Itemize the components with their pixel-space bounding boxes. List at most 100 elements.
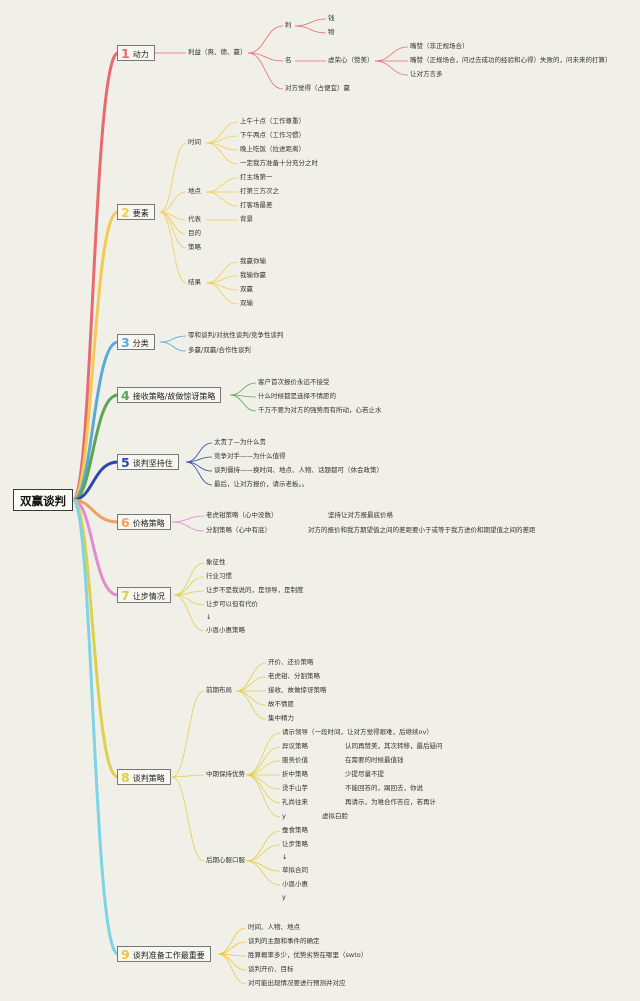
node[interactable]: 背景 xyxy=(240,215,253,223)
node[interactable]: 胜算概率多少，优势劣势在哪里（swto） xyxy=(248,951,368,959)
sub-branch xyxy=(217,941,247,955)
node[interactable]: 坚持让对方报最底价格 xyxy=(328,511,393,519)
node[interactable]: 集中精力 xyxy=(268,714,294,722)
node[interactable]: 让步不是我说的，是领导，是制度 xyxy=(206,586,304,594)
node[interactable]: 让步可以但有代价 xyxy=(206,600,258,608)
node[interactable]: 请示领导（一段时间，让对方觉得艰难，后继续ov） xyxy=(282,728,433,736)
sub-branch xyxy=(235,662,267,692)
node[interactable]: 双输 xyxy=(240,299,253,307)
node[interactable]: 多赢/双赢/合作性谈判 xyxy=(188,346,251,354)
main-branch xyxy=(72,498,119,597)
node[interactable]: 让对方言多 xyxy=(410,70,443,78)
node[interactable]: 嘴赞（正规场合，问过去成功的经验和心得）失败的，问未来的打算） xyxy=(410,56,612,64)
node[interactable]: 让步策略 xyxy=(282,840,308,848)
node[interactable]: 老虎钳、分割策略 xyxy=(268,672,320,680)
node[interactable]: 虚荣心（赞美） xyxy=(328,56,374,64)
node[interactable]: 对方觉得（占便宜）赢 xyxy=(285,84,350,92)
node[interactable]: 异议策略 xyxy=(282,742,308,750)
node[interactable]: 蚕食策略 xyxy=(282,826,308,834)
node[interactable]: 分割策略（心中有底） xyxy=(206,526,271,534)
node[interactable]: 一定我方准备十分充分之时 xyxy=(240,159,318,167)
node[interactable]: 草拟合同 xyxy=(282,866,308,874)
node[interactable]: 后期心服口服 xyxy=(206,856,245,864)
node[interactable]: 小恩小惠策略 xyxy=(206,626,245,634)
node[interactable]: 嘴赞（非正规场合） xyxy=(410,42,469,50)
node[interactable]: 什么时候都是选择不情愿的 xyxy=(258,392,336,400)
node[interactable]: 象征性 xyxy=(206,558,226,566)
node[interactable]: 我输你赢 xyxy=(240,271,266,279)
node[interactable]: 认同再赞美，其次转移，最后疑问 xyxy=(345,742,443,750)
sub-branch xyxy=(245,830,281,862)
node[interactable]: 地点 xyxy=(188,187,201,195)
node[interactable]: 千万不要为对方的强势而有所动，心若止水 xyxy=(258,406,382,414)
node[interactable]: 前期布局 xyxy=(206,686,232,694)
node[interactable]: 烫手山芋 xyxy=(282,784,308,792)
node[interactable]: 中期保持优势 xyxy=(206,770,245,778)
node[interactable]: 上午十点（工作尊重） xyxy=(240,117,305,125)
node[interactable]: 下午两点（工作习惯） xyxy=(240,131,305,139)
topic-label: 分类 xyxy=(132,339,149,348)
node[interactable]: 再请示，为难合作答应，若再计 xyxy=(345,798,436,806)
node[interactable]: 结果 xyxy=(188,278,201,286)
node[interactable]: 代表 xyxy=(188,215,201,223)
node[interactable]: 打主场第一 xyxy=(240,173,273,181)
node[interactable]: 谈判僵持——换时间、地点、人物、话题都可（休会政策） xyxy=(214,466,383,474)
topic-number: 2 xyxy=(121,205,130,220)
node[interactable]: 客户首次报价永远不接受 xyxy=(258,378,330,386)
node[interactable]: ↓ xyxy=(282,853,288,861)
node[interactable]: 礼尚往来 xyxy=(282,798,308,806)
node[interactable]: 对可能出现情况要进行预测并对应 xyxy=(248,979,346,987)
node[interactable]: 折中策略 xyxy=(282,770,308,778)
node[interactable]: 小恩小惠 xyxy=(282,880,308,888)
node[interactable]: 在需要的时候最值钱 xyxy=(345,756,404,764)
node[interactable]: 双赢 xyxy=(240,285,253,293)
node[interactable]: 谈判的主题和事件的确定 xyxy=(248,937,320,945)
root-topic[interactable]: 双赢谈判 xyxy=(13,489,73,511)
node[interactable]: 利益（爽、德、赢） xyxy=(188,48,247,56)
node[interactable]: 目的 xyxy=(188,229,201,237)
node[interactable]: 老虎钳策略（心中没数） xyxy=(206,511,278,519)
node[interactable]: 虚拟白脸 xyxy=(322,812,348,820)
topic-label: 谈判准备工作最重要 xyxy=(132,951,205,960)
node[interactable]: y xyxy=(282,812,286,820)
node[interactable]: 零和谈判/对抗性谈判/竞争性谈判 xyxy=(188,331,284,339)
node[interactable]: 钱 xyxy=(328,14,335,22)
node[interactable]: 时间 xyxy=(188,138,201,146)
node[interactable]: 最后，让对方报价，请示老板。。 xyxy=(214,480,309,488)
sub-branch xyxy=(235,690,267,706)
node[interactable]: 行业习惯 xyxy=(206,572,232,580)
node[interactable]: 服务价值 xyxy=(282,756,308,764)
node[interactable]: 打客场最差 xyxy=(240,201,273,209)
node[interactable]: 策略 xyxy=(188,243,201,251)
node[interactable]: 故不情愿 xyxy=(268,700,294,708)
node[interactable]: 利 xyxy=(285,21,292,29)
sub-branch xyxy=(171,690,205,778)
node[interactable]: 少提尽量不提 xyxy=(345,770,384,778)
node[interactable]: 我赢你输 xyxy=(240,257,266,265)
node[interactable]: 竞争对手——为什么值得 xyxy=(214,452,286,460)
node[interactable]: 名 xyxy=(285,56,292,64)
sub-branch xyxy=(159,191,187,213)
node[interactable]: 对方的报价和我方期望值之间的差距要小于或等于我方进价和期望值之间的差距 xyxy=(308,526,536,534)
node[interactable]: ↓ xyxy=(206,613,212,621)
node[interactable]: 接收、故做惊讶策略 xyxy=(268,686,327,694)
node[interactable]: 物 xyxy=(328,28,335,36)
node[interactable]: y xyxy=(282,893,286,901)
node[interactable]: 开价、还价策略 xyxy=(268,658,314,666)
node[interactable]: 晚上吃饭（拉进距离） xyxy=(240,145,305,153)
node[interactable]: 太贵了—为什么贵 xyxy=(214,438,266,446)
node[interactable]: 时间、人物、地点 xyxy=(248,923,300,931)
node[interactable]: 谈判开价、目标 xyxy=(248,965,294,973)
node[interactable]: 不能回答的，踢回去，你说 xyxy=(345,784,423,792)
sub-branch xyxy=(159,211,187,249)
node[interactable]: 打第三方次之 xyxy=(240,187,279,195)
